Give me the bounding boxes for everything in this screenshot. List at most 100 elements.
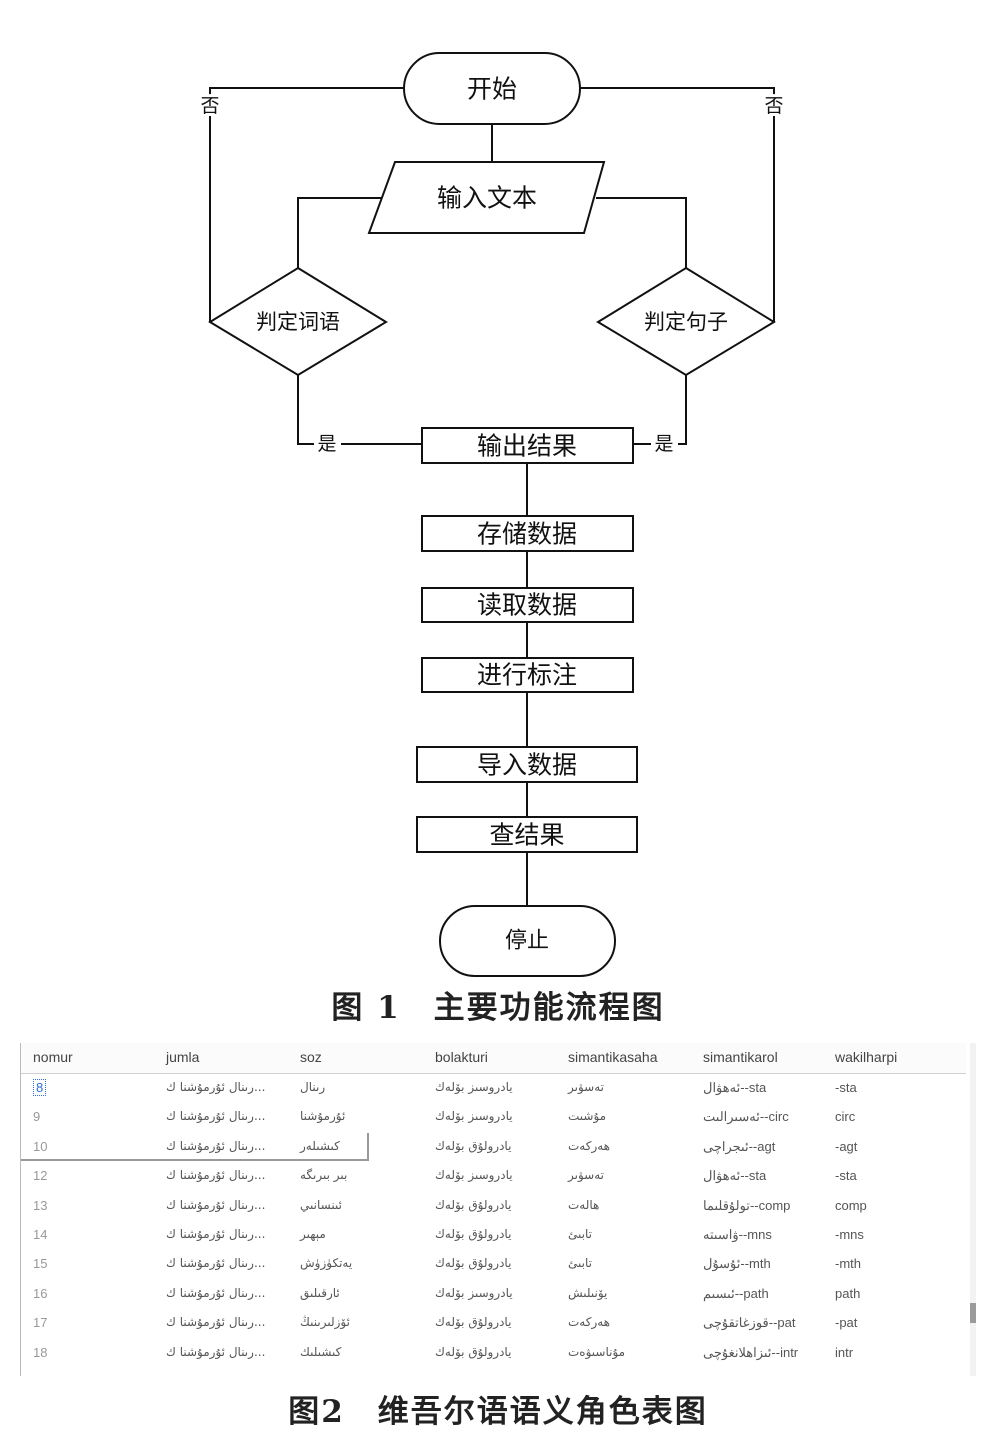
table-cell[interactable]: ئىزاھلانغۇچى--intr <box>703 1344 799 1360</box>
table-cell[interactable]: ئىسىم--path <box>703 1285 769 1301</box>
table-cell[interactable]: مېھىر <box>300 1227 326 1241</box>
table-cell[interactable]: ئۆزلىرىنىڭ <box>300 1315 350 1330</box>
table-cell[interactable]: comp <box>835 1197 867 1213</box>
table-cell[interactable]: يادرولۇق بۆلەك <box>435 1227 512 1241</box>
table-cell[interactable]: ...رىنال ئۇرمۇشنا ك <box>166 1285 266 1300</box>
read-data-box <box>421 587 634 623</box>
table-cell[interactable]: يادرولۇق بۆلەك <box>435 1197 512 1212</box>
table-cell[interactable]: ...رىنال ئۇرمۇشنا ك <box>166 1344 266 1359</box>
table-cell[interactable]: يادرولۇق بۆلەك <box>435 1344 512 1359</box>
table-cell[interactable]: رىنال <box>300 1080 326 1094</box>
table-cell[interactable]: 15 <box>33 1256 48 1272</box>
column-header-soz[interactable]: soz <box>300 1049 322 1065</box>
semantic-role-table: nomur jumla soz bolakturi simantikasaha … <box>20 1043 977 1376</box>
table-cell[interactable]: كىشىلەر <box>300 1138 340 1153</box>
table-cell[interactable]: -mth <box>835 1256 861 1272</box>
table-cell[interactable]: -mns <box>835 1227 864 1242</box>
table-cell[interactable]: ئەھۋال--sta <box>703 1080 767 1095</box>
table-cell[interactable]: 16 <box>33 1285 48 1301</box>
column-header-wakilharpi[interactable]: wakilharpi <box>835 1049 898 1065</box>
table-cell[interactable]: يادروسىز بۆلەك <box>435 1285 513 1300</box>
table-cell[interactable]: تابىئ <box>568 1256 592 1271</box>
table-cell[interactable]: بىر بىرىگە <box>300 1168 348 1183</box>
column-header-nomur[interactable]: nomur <box>33 1049 73 1065</box>
vertical-scrollbar[interactable] <box>970 1043 976 1376</box>
table-cell[interactable]: 14 <box>33 1227 48 1242</box>
table-cell[interactable]: يادرولۇق بۆلەك <box>435 1256 512 1271</box>
table-cell[interactable]: -sta <box>835 1168 857 1184</box>
column-header-simantikarol[interactable]: simantikarol <box>703 1049 778 1065</box>
table-row[interactable]: 12 ...رىنال ئۇرمۇشنا ك بىر بىرىگە يادروسىز … <box>21 1162 966 1191</box>
table-cell[interactable]: تولۇقلىما--comp <box>703 1197 791 1213</box>
table-cell[interactable]: مۇشىت <box>568 1109 607 1124</box>
table-cell[interactable]: تەسۋىر <box>568 1080 604 1094</box>
table-cell[interactable]: -pat <box>835 1315 858 1331</box>
table-cell[interactable]: ئەھۋال--sta <box>703 1168 767 1184</box>
table-cell[interactable]: ئەسىرالىت--circ <box>703 1109 789 1125</box>
table-cell[interactable]: ...رىنال ئۇرمۇشنا ك <box>166 1197 266 1212</box>
table-cell[interactable]: ...رىنال ئۇرمۇشنا ك <box>166 1138 266 1153</box>
table-cell[interactable]: يەتكۈزۈش <box>300 1256 353 1271</box>
table-cell[interactable]: circ <box>835 1109 856 1125</box>
table-cell[interactable]: intr <box>835 1344 854 1360</box>
table-cell[interactable]: يادروسىز بۆلەك <box>435 1168 513 1183</box>
table-row[interactable]: 10 ...رىنال ئۇرمۇشنا ك كىشىلەر يادرولۇق بۆل… <box>21 1132 966 1162</box>
table-cell[interactable]: 10 <box>33 1138 48 1154</box>
scrollbar-thumb[interactable] <box>970 1303 976 1323</box>
table-cell[interactable]: يادرولۇق بۆلەك <box>435 1138 512 1153</box>
figure1-caption: 图 1 主要功能流程图 <box>331 990 665 1026</box>
column-header-jumla[interactable]: jumla <box>166 1049 200 1065</box>
table-cell[interactable]: كىشىلىك <box>300 1344 342 1359</box>
table-cell[interactable]: ھەركەت <box>568 1138 610 1153</box>
column-header-simantikasaha[interactable]: simantikasaha <box>568 1049 658 1065</box>
table-cell[interactable]: ...رىنال ئۇرمۇشنا ك <box>166 1109 266 1124</box>
table-row[interactable]: 15 ...رىنال ئۇرمۇشنا ك يەتكۈزۈش يادرولۇق بۆ… <box>21 1250 966 1279</box>
table-cell[interactable]: ئىنسانىي <box>300 1197 342 1212</box>
table-cell[interactable]: ...رىنال ئۇرمۇشنا ك <box>166 1315 266 1330</box>
table-cell[interactable]: 9 <box>33 1109 41 1125</box>
table-cell[interactable]: مۇناسىۋەت <box>568 1344 626 1359</box>
cell-edit-box[interactable] <box>21 1132 369 1161</box>
table-row[interactable]: 13 ...رىنال ئۇرمۇشنا ك ئىنسانىي يادرولۇق بۆ… <box>21 1192 966 1221</box>
table-cell[interactable]: تەسۋىر <box>568 1168 604 1183</box>
table-cell[interactable]: يادروسىز بۆلەك <box>435 1109 513 1124</box>
table-cell[interactable]: path <box>835 1285 861 1301</box>
table-cell[interactable]: قوزغاتقۇچى--pat <box>703 1315 796 1331</box>
table-cell[interactable]: ھەركەت <box>568 1315 610 1330</box>
table-cell[interactable]: ...رىنال ئۇرمۇشنا ك <box>166 1227 266 1241</box>
table-row[interactable]: 18 ...رىنال ئۇرمۇشنا ك كىشىلىك يادرولۇق بۆل… <box>21 1339 966 1368</box>
start-terminal <box>403 52 581 125</box>
table-cell[interactable]: 8 <box>33 1079 47 1096</box>
table-row[interactable]: 9 ...رىنال ئۇرمۇشنا ك ئۇرمۇشنا يادروسىز بۆل… <box>21 1103 966 1132</box>
column-header-bolakturi[interactable]: bolakturi <box>435 1049 488 1065</box>
table-cell[interactable]: ھالەت <box>568 1197 600 1212</box>
edge-label-no-left: 否 <box>200 95 219 117</box>
import-data-box <box>416 746 638 783</box>
table-cell[interactable]: ...رىنال ئۇرمۇشنا ك <box>166 1256 266 1271</box>
table-cell[interactable]: 12 <box>33 1168 48 1184</box>
table-cell[interactable]: 18 <box>33 1344 48 1360</box>
table-row[interactable]: 17 ...رىنال ئۇرمۇشنا ك ئۆزلىرىنىڭ يادرولۇق … <box>21 1309 966 1338</box>
table-cell[interactable]: ئىجراچى--agt <box>703 1138 776 1154</box>
table-cell[interactable]: 13 <box>33 1197 48 1213</box>
table-cell[interactable]: ۋاسىتە--mns <box>703 1227 772 1242</box>
table-row[interactable]: 14 ...رىنال ئۇرمۇشنا ك مېھىر يادرولۇق بۆلەك… <box>21 1221 966 1250</box>
table-row[interactable]: 16 ...رىنال ئۇرمۇشنا ك ئارقىلىق يادروسىز بۆ… <box>21 1280 966 1309</box>
table-cell[interactable]: ...رىنال ئۇرمۇشنا ك <box>166 1168 266 1183</box>
table-cell[interactable]: تابىئ <box>568 1227 592 1241</box>
edge-label-yes-right: 是 <box>654 433 673 455</box>
table-cell[interactable]: ئارقىلىق <box>300 1285 340 1300</box>
table-cell[interactable]: -sta <box>835 1080 857 1095</box>
edge-start-left-loop <box>209 87 404 322</box>
table-cell[interactable]: ئۇسۇل--mth <box>703 1256 771 1272</box>
judge-word-diamond <box>208 266 388 377</box>
table-cell[interactable]: ...رىنال ئۇرمۇشنا ك <box>166 1080 266 1094</box>
table-cell[interactable]: ئۇرمۇشنا <box>300 1109 346 1124</box>
table-cell[interactable]: يادروسىز بۆلەك <box>435 1080 513 1094</box>
flowchart: 开始 输入文本 判定词语 判定句子 输出结果 存储数据 读取数据 进行标注 导入… <box>200 52 784 977</box>
table-cell[interactable]: 17 <box>33 1315 48 1331</box>
table-cell[interactable]: يۆنىلىش <box>568 1285 608 1300</box>
table-row[interactable]: 8 ...رىنال ئۇرمۇشنا ك رىنال يادروسىز بۆلەك ت… <box>21 1074 966 1103</box>
table-cell[interactable]: يادرولۇق بۆلەك <box>435 1315 512 1330</box>
table-cell[interactable]: -agt <box>835 1138 858 1154</box>
